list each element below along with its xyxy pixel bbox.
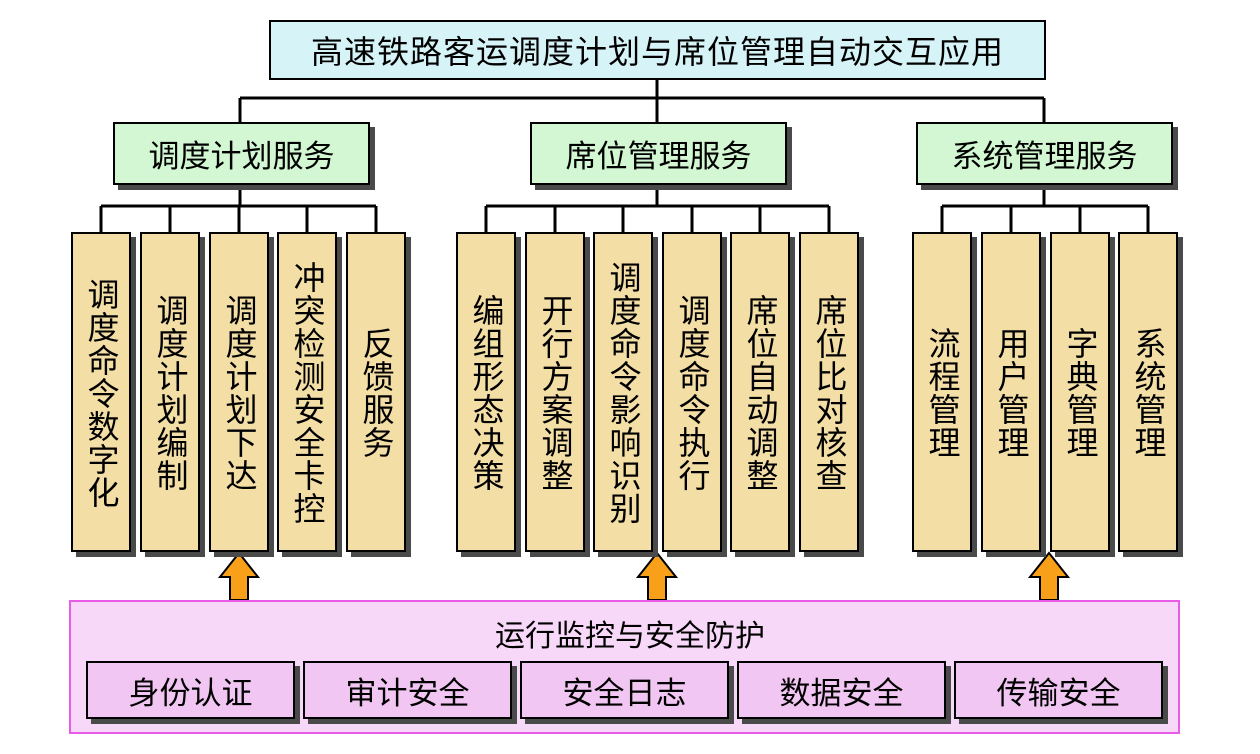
system-title: 高速铁路客运调度计划与席位管理自动交互应用 (310, 33, 1004, 71)
security-item-label: 身份认证 (128, 675, 253, 712)
service-label: 调度计划服务 (148, 139, 335, 175)
security-item-label: 数据安全 (779, 675, 904, 712)
leaf-box: 调度命令执行 (662, 232, 722, 552)
leaf-box: 调度计划下达 (209, 232, 269, 552)
leaf-label: 调度命令影响识别 (604, 261, 643, 525)
leaf-box: 席位比对核查 (799, 232, 859, 552)
security-item-box: 数据安全 (737, 661, 946, 719)
leaf-box: 开行方案调整 (525, 232, 585, 552)
leaf-box: 系统管理 (1118, 232, 1178, 552)
security-item-box: 传输安全 (954, 661, 1163, 719)
security-item-box: 审计安全 (303, 661, 512, 719)
security-item-label: 审计安全 (345, 675, 470, 712)
leaf-box: 调度计划编制 (140, 232, 200, 552)
service-box-seat-management: 席位管理服务 (530, 122, 787, 185)
security-item-label: 传输安全 (996, 675, 1121, 712)
up-arrow-icon (1027, 551, 1071, 601)
leaf-box: 流程管理 (912, 232, 972, 552)
leaf-box: 席位自动调整 (730, 232, 790, 552)
leaf-box: 编组形态决策 (456, 232, 516, 552)
security-item-label: 安全日志 (562, 675, 687, 712)
leaf-box: 反馈服务 (346, 232, 406, 552)
leaf-label: 反馈服务 (357, 327, 396, 459)
leaf-label: 调度计划编制 (151, 294, 190, 492)
monitor-security-title: 运行监控与安全防护 (495, 619, 765, 654)
leaf-box: 冲突检测安全卡控 (277, 232, 337, 552)
leaf-label: 编组形态决策 (467, 294, 506, 492)
leaf-label: 用户管理 (992, 327, 1031, 459)
leaf-label: 冲突检测安全卡控 (288, 261, 327, 525)
service-box-system-management: 系统管理服务 (916, 122, 1173, 185)
leaf-box: 字典管理 (1050, 232, 1110, 552)
leaf-label: 调度命令执行 (673, 294, 712, 492)
leaf-label: 字典管理 (1061, 327, 1100, 459)
up-arrow-icon (217, 551, 261, 601)
service-box-dispatch-plan: 调度计划服务 (113, 122, 370, 185)
leaf-label: 调度命令数字化 (82, 277, 121, 509)
up-arrow-icon (635, 551, 679, 601)
leaf-label: 系统管理 (1129, 327, 1168, 459)
leaf-box: 用户管理 (981, 232, 1041, 552)
security-item-box: 身份认证 (86, 661, 295, 719)
leaf-label: 席位自动调整 (741, 294, 780, 492)
system-title-box: 高速铁路客运调度计划与席位管理自动交互应用 (269, 20, 1046, 80)
service-label: 系统管理服务 (951, 139, 1138, 175)
leaf-label: 流程管理 (923, 327, 962, 459)
leaf-box: 调度命令影响识别 (593, 232, 653, 552)
security-item-box: 安全日志 (520, 661, 729, 719)
leaf-box: 调度命令数字化 (71, 232, 131, 552)
service-label: 席位管理服务 (565, 139, 752, 175)
leaf-label: 调度计划下达 (220, 294, 259, 492)
leaf-label: 席位比对核查 (810, 294, 849, 492)
leaf-label: 开行方案调整 (536, 294, 575, 492)
